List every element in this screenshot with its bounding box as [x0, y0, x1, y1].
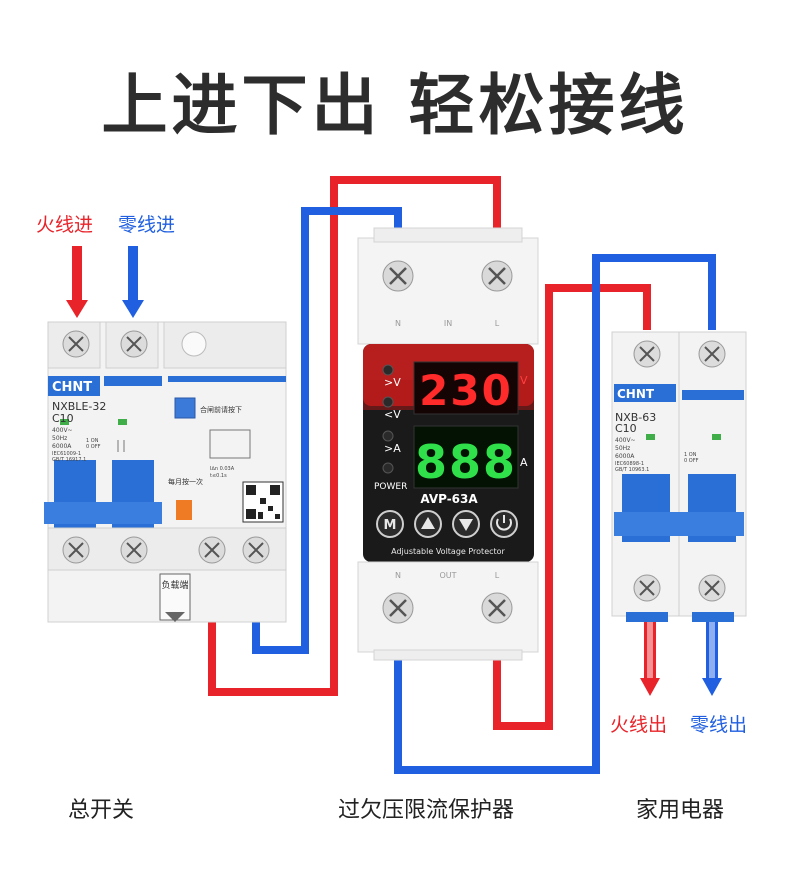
main-breaker-spec-3: IEC61009-1: [52, 451, 81, 457]
neutral-in-label: 零线进: [118, 214, 176, 236]
voltage-display: [413, 361, 519, 415]
live-in-label: 火线进: [36, 214, 94, 236]
indicator-over-current: >A: [384, 442, 401, 455]
neutral-in-arrow: [122, 246, 144, 318]
appliance-breaker-spec-0: 400V~: [615, 437, 636, 444]
live-out-arrow: [640, 618, 660, 696]
appliance-breaker-spec-3: IEC60898-1: [615, 461, 644, 467]
main-breaker-trip-1: t≤0.1s: [210, 473, 227, 479]
menu-button[interactable]: [376, 510, 404, 538]
appliance-breaker-spec-1: 50Hz: [615, 445, 630, 452]
neutral-out-label: 零线出: [690, 714, 748, 736]
terminal-bottom-n: N: [395, 571, 401, 580]
voltage-value: 230: [419, 366, 513, 415]
appliance-breaker-model: NXB-63: [615, 411, 656, 424]
terminal-bottom-out: OUT: [439, 571, 456, 580]
main-breaker-trip-0: I∆n 0.03A: [210, 466, 235, 472]
main-breaker-spec-1: 50Hz: [52, 435, 67, 442]
indicator-over-voltage: >V: [384, 376, 401, 389]
appliance-breaker-on: 1 ON: [684, 452, 697, 458]
wire-live-protector-to-appliance: [493, 284, 651, 730]
voltage-unit: V: [520, 374, 528, 387]
indicator-window-icon: [181, 331, 207, 357]
voltage-protector: [357, 227, 539, 661]
main-breaker-spec-0: 400V~: [52, 427, 73, 434]
protector-caption: 过欠压限流保护器: [338, 798, 515, 823]
wire-neutral-main-to-protector: [252, 207, 402, 654]
triangle-down-icon: [459, 519, 473, 531]
main-breaker-note: 合闸前请按下: [200, 405, 242, 414]
appliance-breaker-spec-2: 6000A: [615, 453, 635, 460]
live-in-arrow: [66, 246, 88, 318]
main-breaker-off: 0 OFF: [86, 444, 101, 450]
appliance-breaker-brand: CHNT: [617, 387, 655, 401]
main-breaker-brand: CHNT: [52, 380, 92, 395]
test-button[interactable]: [176, 500, 192, 520]
appliance-breaker-off: 0 OFF: [684, 458, 699, 464]
appliance-breaker-rating: C10: [615, 422, 637, 435]
main-breaker: [44, 321, 287, 623]
power-icon: [496, 515, 512, 531]
power-button[interactable]: [490, 510, 518, 538]
headline: 上进下出 轻松接线: [101, 67, 689, 144]
terminal-top-l: L: [495, 319, 500, 328]
live-out-label: 火线出: [610, 714, 668, 736]
appliance-caption: 家用电器: [636, 798, 725, 823]
main-breaker-test-note: 每月按一次: [168, 477, 203, 486]
main-breaker-on: 1 ON: [86, 438, 99, 444]
terminal-bottom-l: L: [495, 571, 500, 580]
wire-neutral-protector-to-appliance: [394, 254, 716, 774]
main-breaker-spec-2: 6000A: [52, 443, 72, 450]
indicator-under-voltage: <V: [384, 408, 401, 421]
neutral-out-arrow: [702, 618, 722, 696]
main-breaker-spec-4: GB/T 16917.1: [52, 457, 86, 463]
appliance-breaker: [611, 331, 747, 622]
terminal-top-n: N: [395, 319, 401, 328]
protector-subtitle: Adjustable Voltage Protector: [391, 547, 505, 556]
main-breaker-rating: C10: [52, 412, 74, 425]
current-value: 888: [415, 435, 517, 489]
menu-button-label: M: [384, 518, 397, 533]
indicator-power: POWER: [374, 482, 407, 492]
triangle-up-icon: [421, 517, 435, 529]
rcd-reset-button-icon: [174, 397, 196, 419]
current-unit: A: [520, 456, 528, 469]
terminal-top-in: IN: [444, 319, 452, 328]
protector-model: AVP-63A: [420, 492, 478, 506]
current-display: [413, 425, 519, 489]
main-switch-caption: 总开关: [68, 798, 135, 823]
qr-code-icon: [242, 481, 284, 523]
load-label: 负载端: [161, 579, 188, 591]
wire-live-main-to-protector: [208, 176, 501, 696]
appliance-breaker-spec-4: GB/T 10963.1: [615, 467, 649, 473]
main-breaker-model: NXBLE-32: [52, 400, 106, 413]
